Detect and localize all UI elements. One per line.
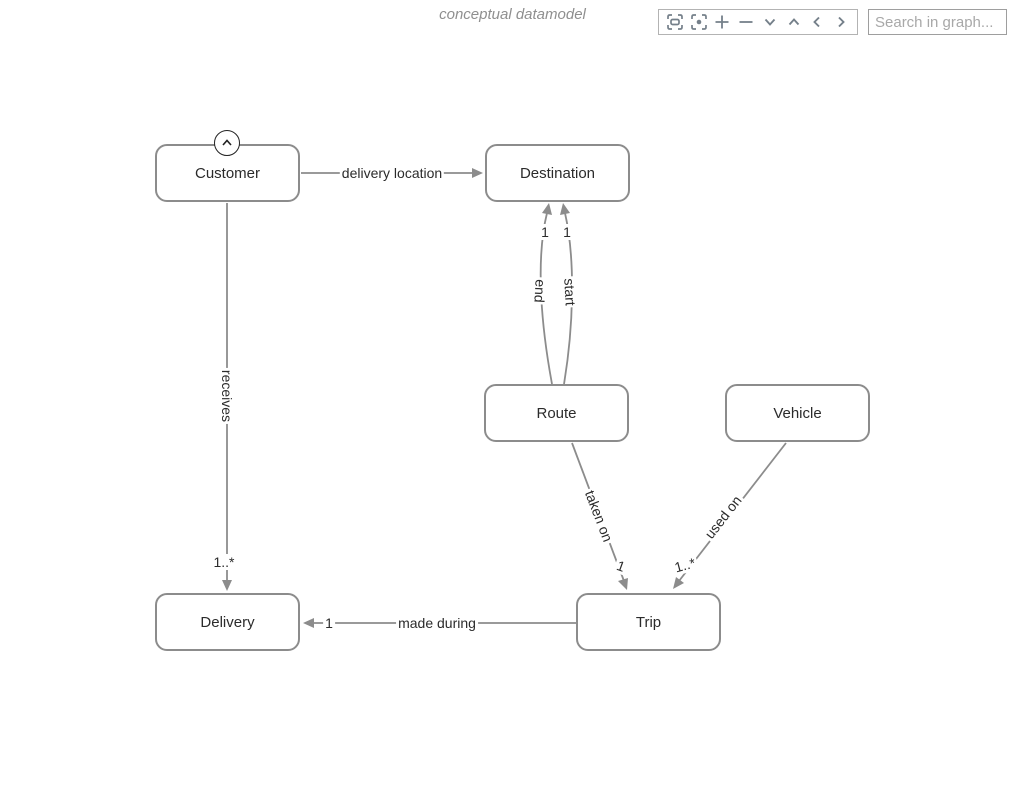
- zoom-out-minus-icon: [739, 21, 753, 23]
- pan-right-button[interactable]: [830, 11, 852, 33]
- graph-toolbar: [658, 9, 858, 35]
- arrowhead-start: [560, 203, 570, 215]
- arrowhead-taken-on: [618, 578, 628, 590]
- chevron-up-icon: [788, 18, 799, 26]
- pan-down-button[interactable]: [759, 11, 781, 33]
- fit-to-screen-button[interactable]: [664, 11, 686, 33]
- cardinality-made-during: 1: [323, 615, 335, 631]
- edge-label-receives: receives: [219, 367, 235, 425]
- pan-up-button[interactable]: [783, 11, 805, 33]
- arrowhead-delivery-location: [472, 168, 483, 178]
- chevron-left-icon: [813, 16, 820, 28]
- fit-to-screen-icon: [667, 14, 683, 30]
- edge-label-start: start: [561, 275, 579, 309]
- node-destination-label: Destination: [519, 164, 596, 182]
- edge-label-end: end: [531, 276, 549, 306]
- chevron-right-icon: [838, 16, 845, 28]
- chevron-down-icon: [764, 18, 776, 26]
- arrowhead-receives: [222, 580, 232, 591]
- node-delivery[interactable]: Delivery: [155, 593, 300, 651]
- arrowhead-used-on: [673, 577, 684, 589]
- collapse-toggle-button[interactable]: [214, 130, 240, 156]
- arrowhead-made-during: [303, 618, 314, 628]
- node-vehicle-label: Vehicle: [773, 404, 822, 422]
- node-route-label: Route: [536, 404, 577, 422]
- arrowhead-end: [542, 203, 552, 215]
- pan-left-button[interactable]: [806, 11, 828, 33]
- node-delivery-label: Delivery: [200, 613, 255, 631]
- node-trip-label: Trip: [635, 613, 662, 631]
- cardinality-receives: 1..*: [211, 554, 237, 570]
- cardinality-start: 1: [561, 224, 573, 240]
- cardinality-end: 1: [539, 224, 551, 240]
- chevron-up-icon: [222, 139, 232, 146]
- center-focus-icon: [690, 14, 707, 30]
- node-destination[interactable]: Destination: [485, 144, 630, 202]
- node-vehicle[interactable]: Vehicle: [725, 384, 870, 442]
- center-graph-button[interactable]: [688, 11, 710, 33]
- edge-label-made-during: made during: [396, 615, 478, 631]
- search-input[interactable]: [868, 9, 1007, 35]
- node-customer-label: Customer: [194, 164, 261, 182]
- edge-label-delivery-location: delivery location: [339, 165, 445, 181]
- node-route[interactable]: Route: [484, 384, 629, 442]
- zoom-in-plus-icon: [715, 15, 729, 29]
- zoom-out-button[interactable]: [735, 11, 757, 33]
- node-trip[interactable]: Trip: [576, 593, 721, 651]
- zoom-in-button[interactable]: [711, 11, 733, 33]
- diagram-title: conceptual datamodel: [439, 6, 586, 23]
